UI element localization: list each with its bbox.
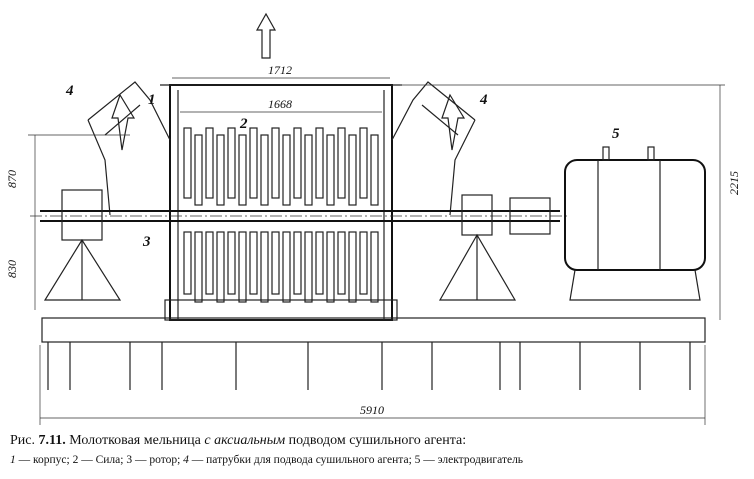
figure-caption-legend: 1 — корпус; 2 — Сила; 3 — ротор; 4 — пат… (10, 454, 523, 466)
hammers-top (183, 127, 379, 206)
frame-feet (47, 342, 691, 390)
hammer (293, 231, 302, 295)
hammer (183, 231, 192, 295)
dim-830: 830 (5, 260, 19, 278)
legend-num: 2 (72, 454, 79, 466)
dim-1668: 1668 (268, 97, 292, 111)
hammer (227, 231, 236, 295)
dimension-lines (28, 77, 725, 425)
caption-title-italic: с аксиальным (204, 433, 286, 448)
hammer (326, 231, 335, 303)
hammer (348, 134, 357, 206)
hammer (260, 134, 269, 206)
bearing-supports (43, 233, 517, 301)
label-1: 1 (148, 92, 156, 108)
caption-title-a: Молотковая мельница (69, 433, 201, 448)
label-3: 3 (142, 234, 151, 250)
legend-num: 5 (414, 454, 421, 466)
hammer (194, 134, 203, 206)
inlet-left (87, 81, 171, 216)
hammer (271, 231, 280, 295)
legend-text: — корпус; (18, 454, 70, 466)
hammer (216, 134, 225, 206)
inlet-right (391, 81, 476, 216)
hammer (216, 231, 225, 303)
label-4-left: 4 (65, 83, 74, 99)
hammer (249, 127, 258, 199)
dim-870: 870 (5, 170, 19, 188)
label-5: 5 (612, 126, 620, 142)
up-arrow-icon (255, 12, 277, 59)
hammer (315, 127, 324, 199)
hammer (359, 127, 368, 199)
hammer (359, 231, 368, 295)
electric-motor (564, 146, 706, 301)
legend-text: — патрубки для подвода сушильного агента… (191, 454, 412, 466)
figure-caption-title: Рис. 7.11. Молотковая мельница с аксиаль… (10, 433, 466, 449)
hammer (194, 231, 203, 303)
hammer (238, 231, 247, 303)
hammer (227, 127, 236, 199)
dim-5910: 5910 (360, 403, 384, 417)
dim-2215: 2215 (727, 171, 741, 195)
hammer (282, 134, 291, 206)
hammer (348, 231, 357, 303)
base-frame (41, 317, 706, 390)
hammer (249, 231, 258, 295)
dim-1712: 1712 (268, 63, 292, 77)
hammer (315, 231, 324, 295)
hammer (238, 134, 247, 206)
hammer (304, 231, 313, 303)
hammer (370, 134, 379, 206)
legend-num: 3 (126, 454, 133, 466)
legend-text: — Сила; (81, 454, 124, 466)
mill-body (160, 84, 402, 321)
hammer (326, 134, 335, 206)
caption-number: 7.11. (38, 433, 66, 448)
hammer (337, 127, 346, 199)
hammer (205, 231, 214, 295)
hammer (205, 127, 214, 199)
hammer (304, 134, 313, 206)
hammer (293, 127, 302, 199)
hammer (282, 231, 291, 303)
legend-text: — электродвигатель (423, 454, 524, 466)
hammers-bottom (183, 231, 379, 303)
label-4-right: 4 (479, 92, 488, 108)
legend-text: — ротор; (134, 454, 181, 466)
legend-num: 1 (10, 454, 16, 466)
caption-title-b: подводом сушильного агента: (288, 433, 467, 448)
hammer (183, 127, 192, 199)
caption-prefix: Рис. (10, 433, 35, 448)
hammer (370, 231, 379, 303)
legend-num: 4 (183, 454, 189, 466)
hammer (337, 231, 346, 295)
label-2: 2 (239, 116, 248, 132)
hammer (271, 127, 280, 199)
hammer (260, 231, 269, 303)
